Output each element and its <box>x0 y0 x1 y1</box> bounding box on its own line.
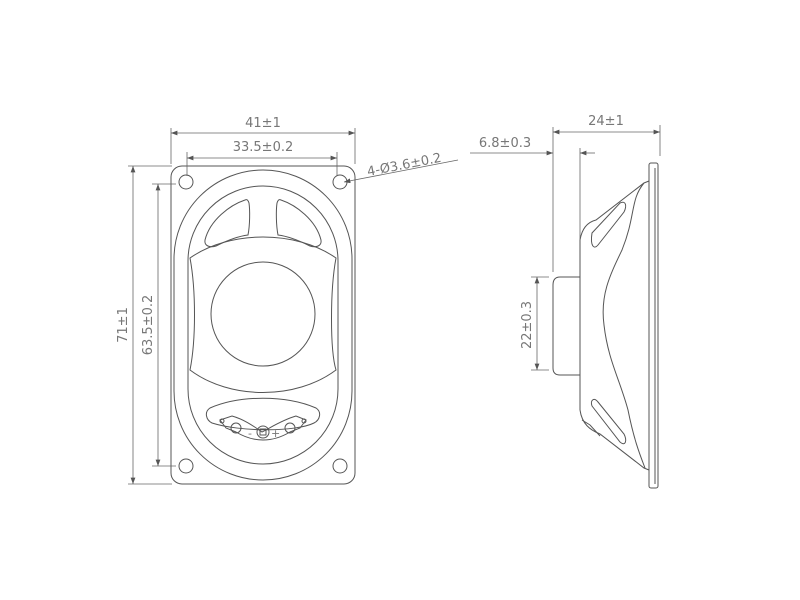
solder-point <box>219 418 225 424</box>
dim-hole-spacing-height: 63.5±0.2 <box>141 295 156 356</box>
dim-magnet-diameter: 22±0.3 <box>520 301 535 349</box>
flange <box>648 162 659 489</box>
terminal-window <box>205 397 321 431</box>
surround-outer <box>173 169 353 481</box>
terminal-lug <box>581 419 601 437</box>
cone <box>189 236 337 393</box>
frame-outline <box>170 165 356 485</box>
terminal-pad <box>230 422 242 434</box>
terminal-center <box>256 425 270 439</box>
side-dimensions: 24±1 6.8±0.3 22±0.3 <box>470 114 661 371</box>
mounting-hole <box>178 174 194 190</box>
cone-profile <box>602 182 646 469</box>
terminal-minus-label: - <box>248 427 252 440</box>
dim-hole-spacing-width: 33.5±0.2 <box>233 140 294 155</box>
front-dimensions: 41±1 33.5±0.2 71±1 63.5±0.2 4-Ø3.6±0.2 <box>116 116 459 485</box>
basket-window <box>204 199 251 248</box>
magnet <box>552 276 580 376</box>
dim-mounting-holes: 4-Ø3.6±0.2 <box>366 151 443 180</box>
front-view: - + <box>170 165 356 485</box>
surround-inner <box>187 185 339 465</box>
dim-overall-depth: 24±1 <box>588 114 624 129</box>
terminal-pad <box>284 422 296 434</box>
mounting-hole <box>332 458 348 474</box>
dim-magnet-depth: 6.8±0.3 <box>479 136 531 151</box>
mounting-hole <box>178 458 194 474</box>
side-view <box>552 162 659 489</box>
basket-window <box>591 201 627 248</box>
solder-point <box>301 418 307 424</box>
basket-lower <box>579 409 650 471</box>
basket-upper <box>579 180 650 241</box>
terminal-center-square <box>259 428 267 436</box>
basket-window <box>591 398 627 445</box>
dim-overall-height: 71±1 <box>116 307 131 343</box>
dim-overall-width: 41±1 <box>245 116 281 131</box>
terminal-board <box>219 415 307 441</box>
terminal-plus-label: + <box>271 427 280 440</box>
dust-cap <box>210 261 316 367</box>
basket-window <box>275 199 322 248</box>
